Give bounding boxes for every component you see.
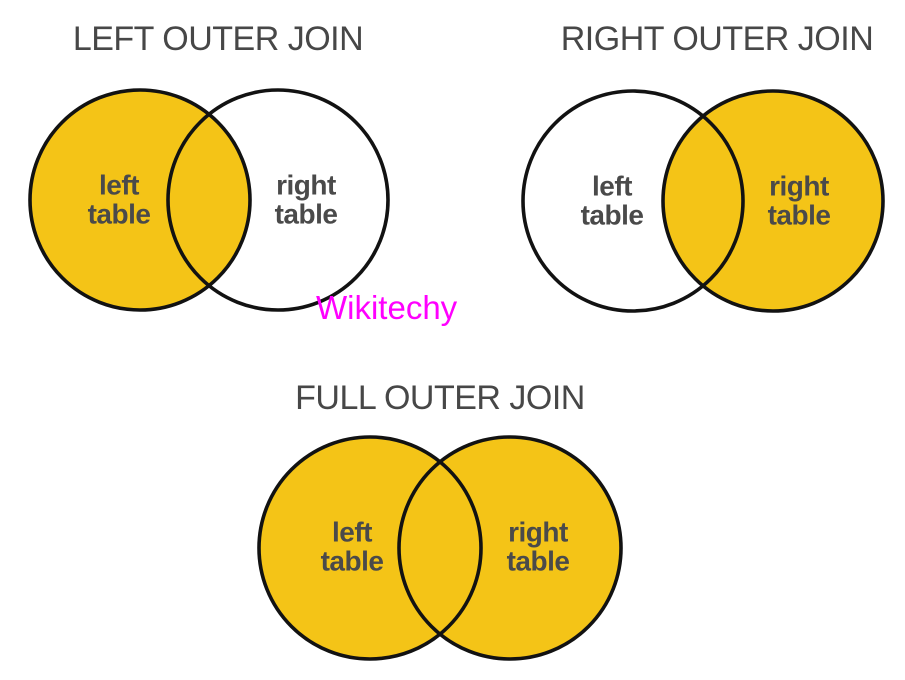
full-join-left-table-label: left table	[320, 516, 384, 577]
left-outer-join-venn	[28, 88, 390, 312]
label-line: table	[580, 200, 644, 231]
full-outer-join-title: FULL OUTER JOIN	[295, 379, 585, 417]
full-join-left-circle-outline	[257, 435, 483, 661]
label-line: left	[331, 516, 372, 548]
label-line: left	[98, 169, 139, 201]
label-line: table	[506, 546, 570, 577]
label-line: right	[769, 170, 829, 202]
label-line: table	[87, 199, 151, 230]
left-join-right-table-label: right table	[274, 169, 338, 230]
full-join-right-table-label: right table	[506, 516, 570, 577]
right-join-left-circle-outline	[521, 89, 745, 313]
label-line: table	[274, 199, 338, 230]
full-outer-join-venn	[257, 435, 623, 661]
left-join-left-circle	[30, 90, 250, 310]
left-join-left-table-label: left table	[87, 169, 151, 230]
right-join-left-table-label: left table	[580, 170, 644, 231]
label-line: right	[276, 169, 336, 201]
label-line: table	[320, 546, 384, 577]
label-line: left	[591, 170, 632, 202]
right-outer-join-title: RIGHT OUTER JOIN	[560, 20, 874, 58]
label-line: table	[767, 200, 831, 231]
left-join-left-circle-outline	[28, 88, 252, 312]
full-join-right-circle-outline	[397, 435, 623, 661]
right-join-right-circle	[663, 91, 883, 311]
wikitechy-watermark: Wikitechy	[316, 289, 458, 326]
right-join-right-table-label: right table	[767, 170, 831, 231]
left-join-right-circle-outline	[166, 88, 390, 312]
right-join-right-circle-outline	[661, 89, 885, 313]
left-outer-join-title: LEFT OUTER JOIN	[72, 20, 364, 58]
right-outer-join-venn	[521, 89, 885, 313]
label-line: right	[508, 516, 568, 548]
full-join-right-circle	[399, 437, 621, 659]
